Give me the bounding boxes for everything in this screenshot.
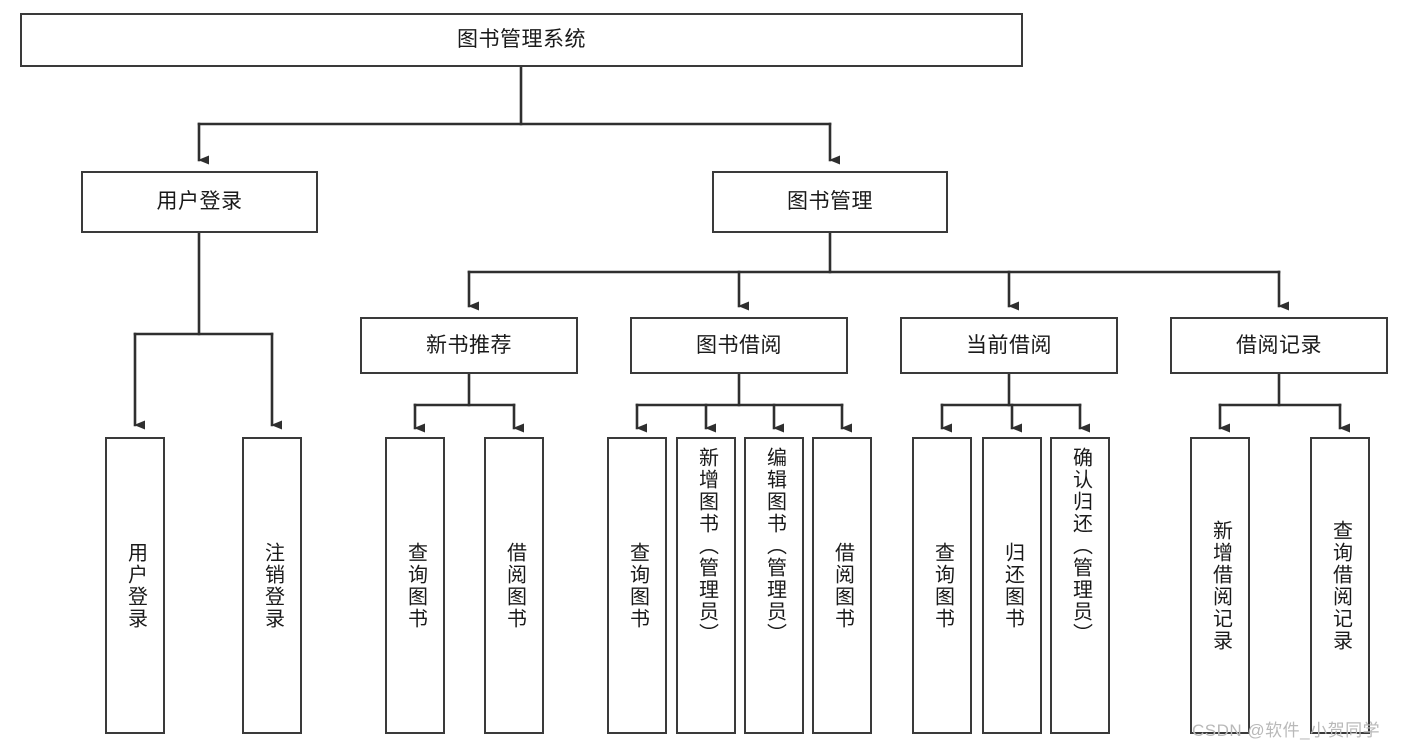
leaf-text-wrap: 归还图书 [984,439,1040,732]
leaf-text-wrap: 用户登录 [107,439,163,732]
leaf-text-wrap: 借阅图书 [486,439,542,732]
node-root-system[interactable]: 图书管理系统 [20,13,1023,67]
leaf-text-wrap: 查询图书 [609,439,665,732]
node-leaf-查询图书-2[interactable]: 查询图书 [385,437,445,734]
node-leaf-label: 归还图书 [1001,541,1024,630]
node-leaf-新增借阅记录-11[interactable]: 新增借阅记录 [1190,437,1250,734]
node-leaf-编辑图书管理员-6[interactable]: 编辑图书（管理员） [744,437,804,734]
leaf-text-wrap: 新增图书（管理员） [678,439,734,732]
node-leaf-label: 查询图书 [404,541,427,630]
leaf-text-wrap: 借阅图书 [814,439,870,732]
leaf-text-wrap: 查询借阅记录 [1312,439,1368,732]
node-leaf-新增图书管理员-5[interactable]: 新增图书（管理员） [676,437,736,734]
node-leaf-label: 查询借阅记录 [1329,519,1352,652]
node-leaf-确认归还管理员-10[interactable]: 确认归还（管理员） [1050,437,1110,734]
node-leaf-归还图书-9[interactable]: 归还图书 [982,437,1042,734]
node-leaf-label: 查询图书 [626,541,649,630]
node-level3-图书借阅[interactable]: 图书借阅 [630,317,848,374]
node-level2-图书管理[interactable]: 图书管理 [712,171,948,233]
node-level2-用户登录[interactable]: 用户登录 [81,171,318,233]
node-leaf-查询图书-8[interactable]: 查询图书 [912,437,972,734]
node-level3-当前借阅[interactable]: 当前借阅 [900,317,1118,374]
node-leaf-label: 编辑图书（管理员） [763,447,786,645]
node-level2-label: 图书管理 [787,190,873,214]
node-leaf-注销登录-1[interactable]: 注销登录 [242,437,302,734]
leaf-text-wrap: 新增借阅记录 [1192,439,1248,732]
node-leaf-label: 借阅图书 [831,541,854,630]
node-leaf-label: 借阅图书 [503,541,526,630]
node-level3-新书推荐[interactable]: 新书推荐 [360,317,578,374]
node-leaf-label: 注销登录 [261,541,284,630]
node-level3-label: 图书借阅 [696,333,782,357]
node-leaf-label: 查询图书 [931,541,954,630]
node-level2-label: 用户登录 [156,190,243,214]
node-leaf-用户登录-0[interactable]: 用户登录 [105,437,165,734]
leaf-text-wrap: 查询图书 [914,439,970,732]
node-root-system-label: 图书管理系统 [457,28,586,52]
node-leaf-label: 确认归还（管理员） [1069,447,1092,645]
leaf-text-wrap: 编辑图书（管理员） [746,439,802,732]
leaf-text-wrap: 确认归还（管理员） [1052,439,1108,732]
node-leaf-借阅图书-3[interactable]: 借阅图书 [484,437,544,734]
node-level3-label: 当前借阅 [966,333,1052,357]
node-level3-label: 新书推荐 [426,333,512,357]
leaf-text-wrap: 注销登录 [244,439,300,732]
node-leaf-借阅图书-7[interactable]: 借阅图书 [812,437,872,734]
node-level3-label: 借阅记录 [1236,333,1322,357]
node-leaf-label: 新增图书（管理员） [695,447,718,645]
node-leaf-查询借阅记录-12[interactable]: 查询借阅记录 [1310,437,1370,734]
node-leaf-查询图书-4[interactable]: 查询图书 [607,437,667,734]
node-level3-借阅记录[interactable]: 借阅记录 [1170,317,1388,374]
node-leaf-label: 新增借阅记录 [1209,519,1232,652]
node-leaf-label: 用户登录 [124,541,147,630]
leaf-text-wrap: 查询图书 [387,439,443,732]
